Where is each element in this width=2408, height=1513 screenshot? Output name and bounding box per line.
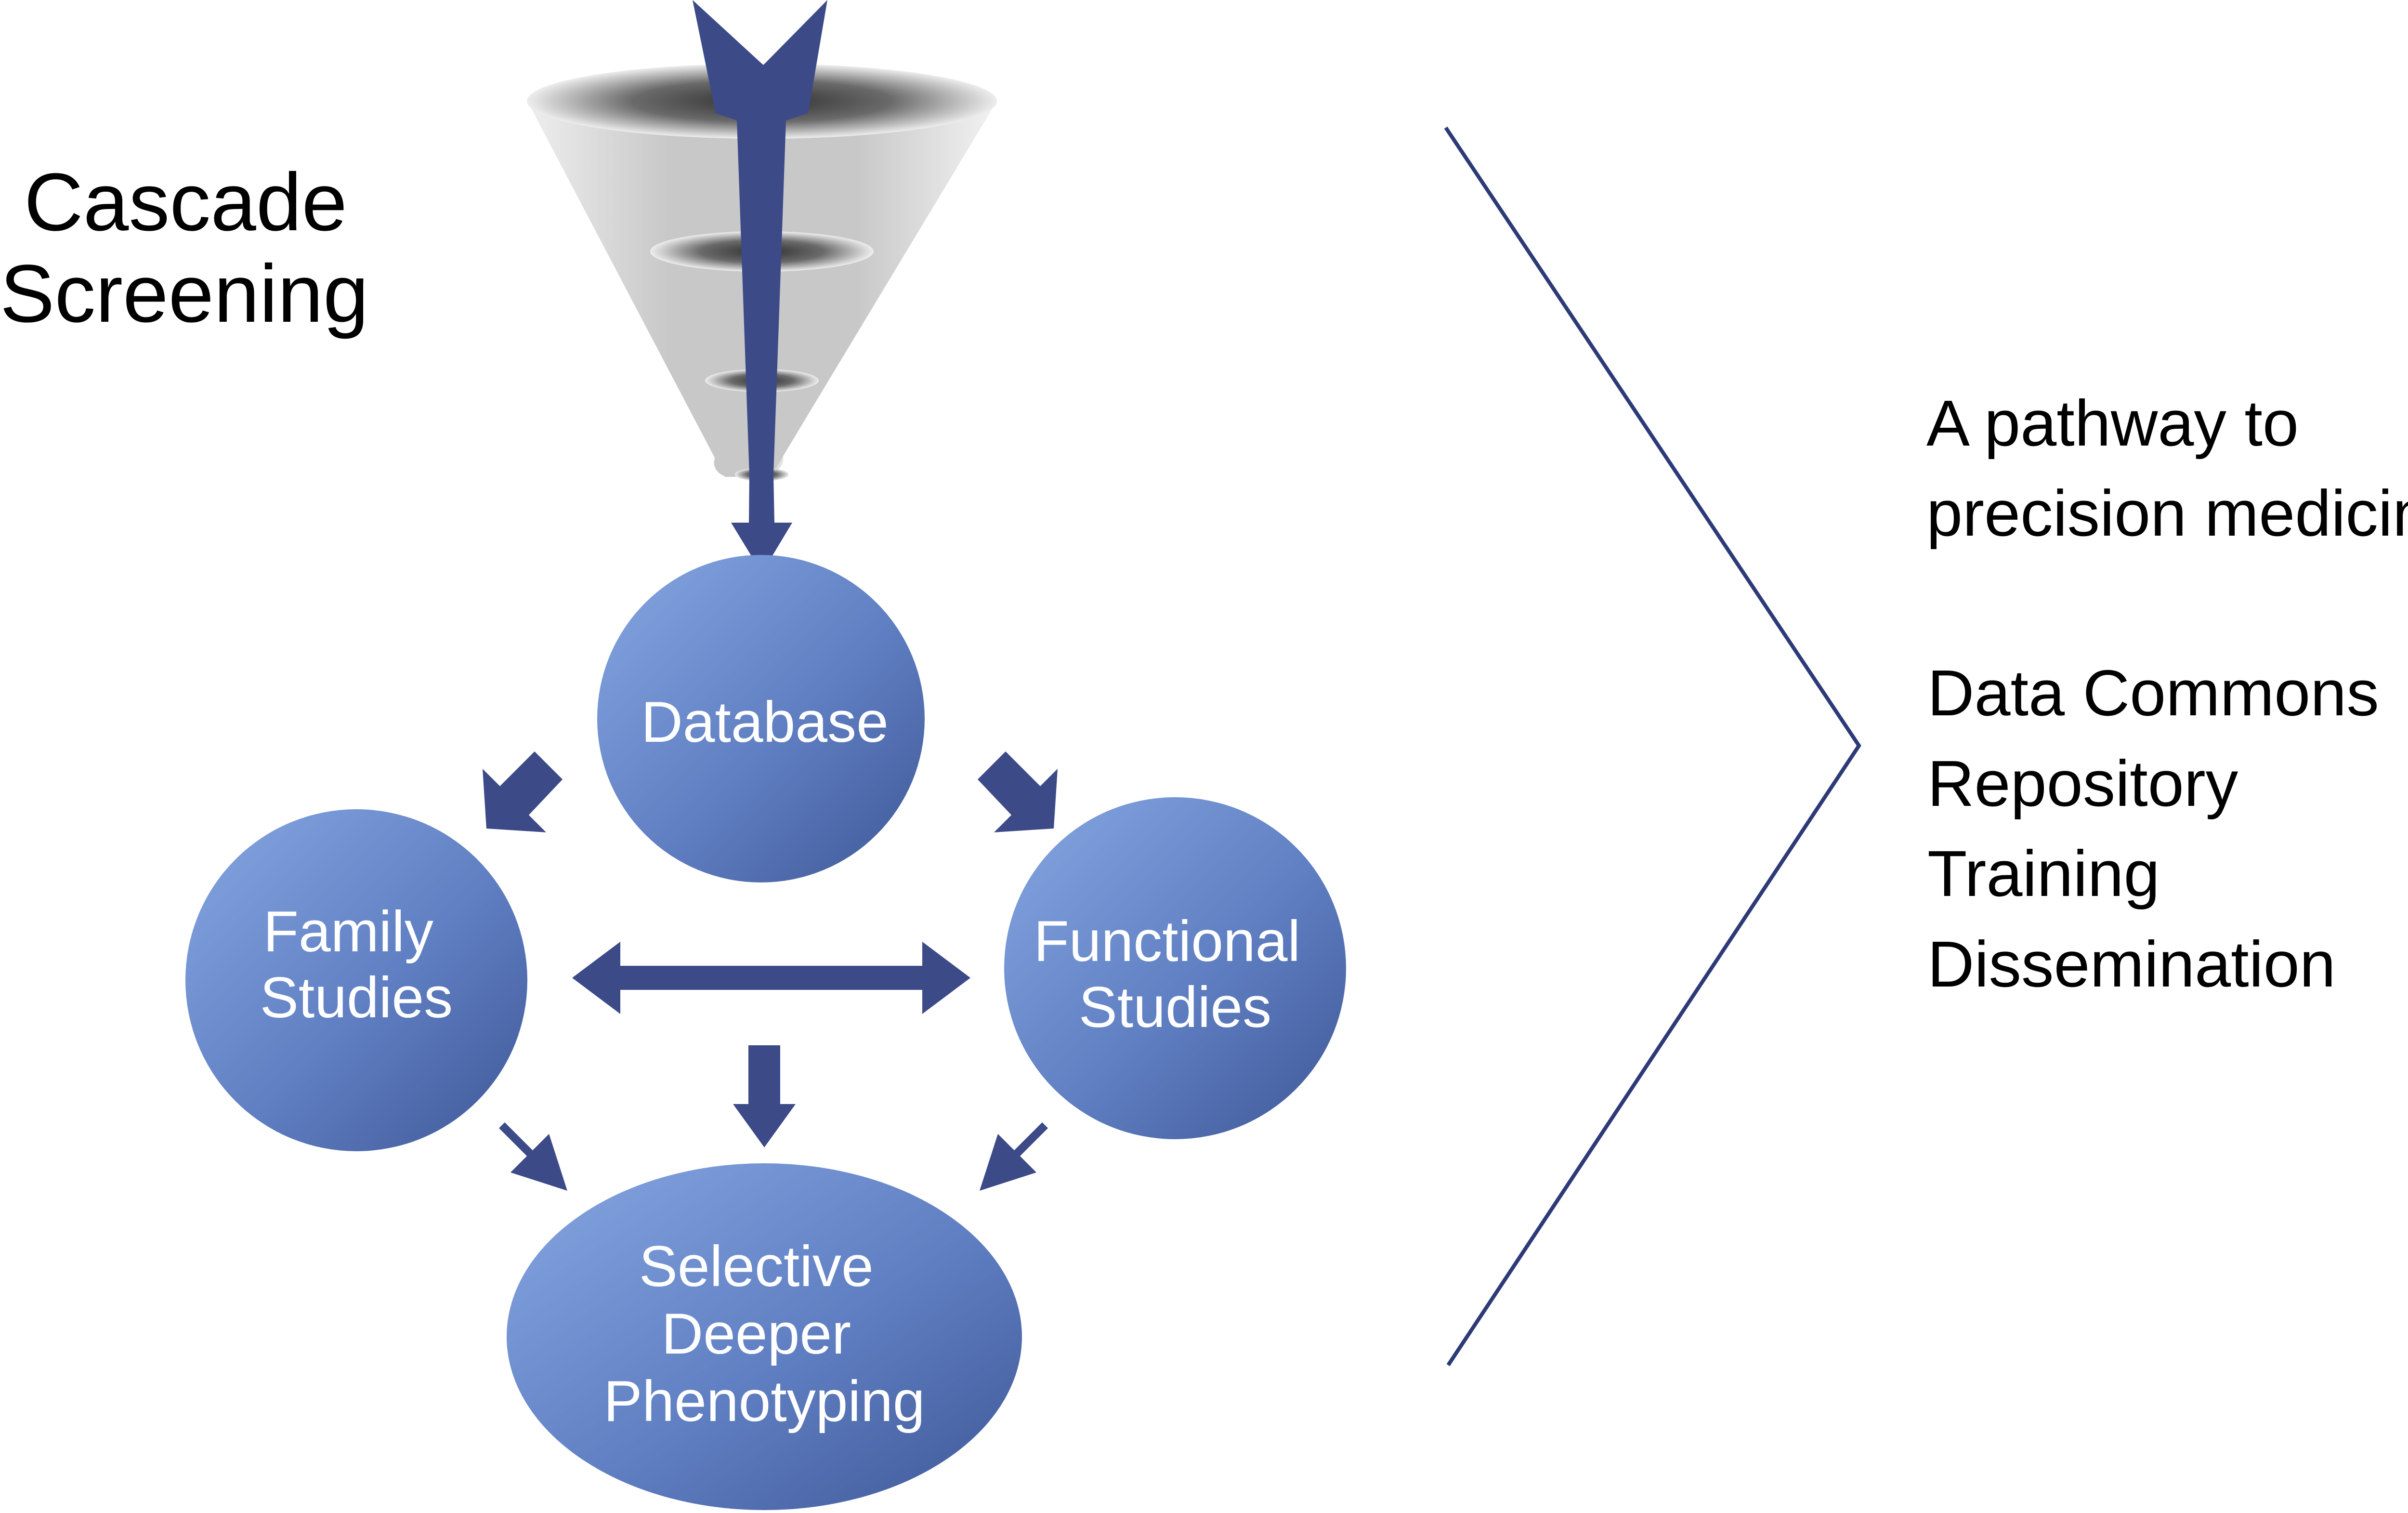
node-phenotyping-label: Selective Deeper Phenotyping [603, 1234, 925, 1434]
node-database: Database [597, 555, 925, 882]
bracket-chevron [1444, 126, 1861, 1367]
arrow-family-to-phenotyping-icon [499, 1122, 567, 1191]
arrow-database-to-family-icon [483, 751, 563, 832]
pathway-heading: A pathway to precision medicine [1926, 387, 2408, 550]
node-functional-studies-label: Functional Studies [1034, 909, 1317, 1039]
node-functional-studies: Functional Studies [1004, 797, 1346, 1139]
funnel-arrow-icon [693, 0, 827, 573]
arrow-family-functional-bidirectional-icon [572, 942, 970, 1014]
node-family-studies: Family Studies [185, 809, 527, 1151]
node-selective-deeper-phenotyping: Selective Deeper Phenotyping [507, 1163, 1022, 1510]
connector-arrows [483, 751, 1058, 1191]
arrow-center-down-icon [733, 1045, 796, 1147]
node-family-studies-label: Family Studies [260, 899, 453, 1030]
pathway-items: Data Commons Repository Training Dissemi… [1927, 657, 2397, 1000]
diagram-title: Cascade Screening [0, 157, 370, 340]
node-database-label: Database [641, 690, 889, 754]
arrow-functional-to-phenotyping-icon [980, 1122, 1048, 1191]
arrow-database-to-functional-icon [978, 751, 1058, 832]
